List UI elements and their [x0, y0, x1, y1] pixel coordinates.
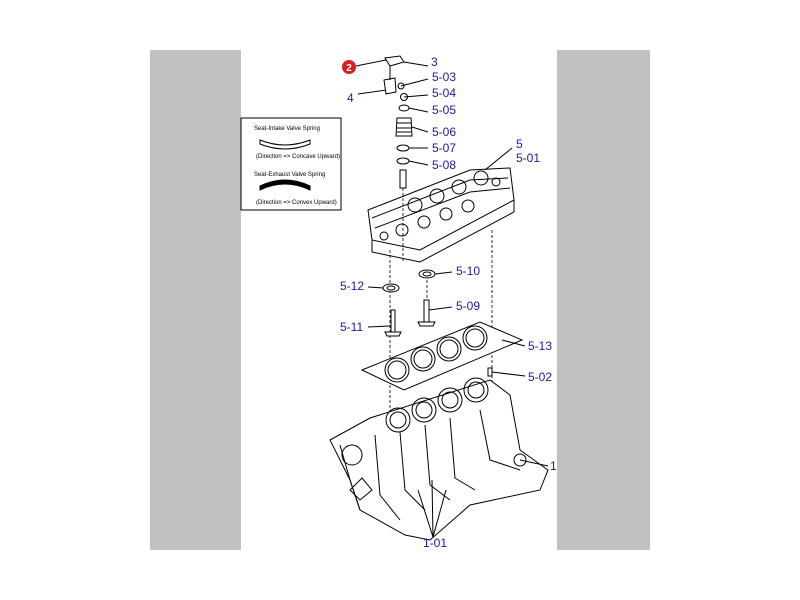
dowel-pin-5-02 — [487, 367, 493, 377]
part-label-5-11[interactable]: 5-11 — [340, 320, 363, 334]
cylinder-head — [367, 167, 515, 263]
legend-intake-note: (Direction => Concave Upward) — [256, 154, 340, 160]
intake-spring-icon — [259, 139, 311, 150]
part-label-5[interactable]: 5 — [516, 137, 523, 151]
part-label-5-02[interactable]: 5-02 — [528, 370, 552, 384]
part-label-5-09[interactable]: 5-09 — [456, 299, 480, 313]
part-label-1[interactable]: 1 — [550, 459, 557, 473]
part-labels: 3 5-03 4 5-04 5-05 5-06 5-07 5 5-01 5-08… — [340, 55, 557, 550]
leader-lines — [357, 61, 549, 538]
part-label-5-07[interactable]: 5-07 — [432, 141, 456, 155]
valve-stack — [395, 82, 413, 189]
callout-badge-number: 2 — [346, 63, 352, 74]
left-gray-margin — [150, 50, 241, 550]
part-label-3[interactable]: 3 — [431, 55, 438, 69]
legend-intake-title: Seat-Intake Valve Spring — [254, 126, 320, 132]
part-label-5-06[interactable]: 5-06 — [432, 125, 456, 139]
valve-seal-5-10 — [418, 269, 436, 279]
badge-leader — [355, 59, 387, 67]
part-label-5-03[interactable]: 5-03 — [432, 70, 456, 84]
callout-badge[interactable]: 2 — [342, 60, 356, 74]
head-gasket — [360, 321, 524, 391]
cylinder-block — [329, 377, 549, 541]
spring-legend: Seat-Intake Valve Spring (Direction => C… — [240, 117, 342, 211]
valve-5-09 — [417, 299, 436, 327]
part-label-5-08[interactable]: 5-08 — [432, 158, 456, 172]
legend-exhaust-title: Seat-Exhaust Valve Spring — [254, 172, 325, 178]
part-label-4[interactable]: 4 — [347, 91, 354, 105]
part-label-5-04[interactable]: 5-04 — [432, 86, 456, 100]
part-label-5-10[interactable]: 5-10 — [456, 264, 480, 278]
part-label-5-05[interactable]: 5-05 — [432, 103, 456, 117]
part-label-1-01[interactable]: 1-01 — [423, 536, 447, 550]
right-gray-margin — [557, 50, 650, 550]
exhaust-spring-icon — [259, 179, 311, 191]
legend-exhaust-note: (Direction => Convex Upward) — [256, 200, 337, 206]
part-label-5-12[interactable]: 5-12 — [340, 279, 364, 293]
part-label-5-01[interactable]: 5-01 — [516, 151, 540, 165]
valve-seal-5-12 — [382, 283, 400, 293]
part-label-5-13[interactable]: 5-13 — [528, 339, 552, 353]
valve-5-11 — [384, 309, 402, 337]
callout-badge-circle — [342, 60, 356, 74]
